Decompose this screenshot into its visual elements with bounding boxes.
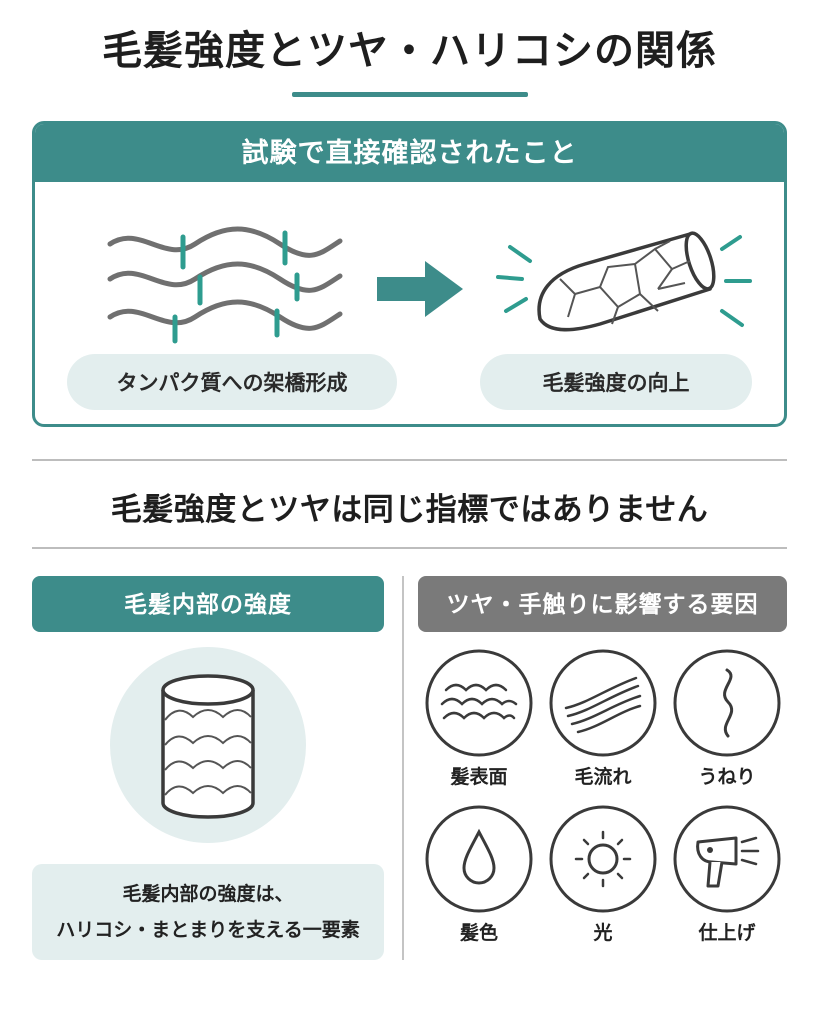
factor-label-color: 髪色 (459, 922, 498, 944)
section-vertical-divider (402, 576, 404, 960)
hair-dryer-icon (673, 805, 781, 913)
statement-top-divider (32, 459, 787, 461)
strong-hair-shaft-icon (496, 231, 752, 332)
factor-label-surface: 髪表面 (450, 766, 508, 788)
hair-flow-icon (549, 649, 657, 757)
strength-label-pill: 毛髪強度の向上 (480, 354, 752, 410)
factor-label-finish: 仕上げ (698, 922, 756, 944)
inner-strength-header: 毛髪内部の強度 (32, 576, 384, 632)
title-underline (292, 92, 528, 97)
inner-strength-caption: 毛髪内部の強度は、 ハリコシ・まとまりを支える一要素 (32, 864, 384, 960)
confirmed-panel-header: 試験で直接確認されたこと (35, 124, 784, 182)
caption-line-1: 毛髪内部の強度は、 (122, 883, 294, 905)
hair-surface-wave-icon (425, 649, 533, 757)
arrow-right-icon (377, 261, 463, 317)
crosslinked-fibers-icon (107, 226, 343, 344)
crosslink-label-pill: タンパク質への架橋形成 (67, 354, 397, 410)
statement-text: 毛髪強度とツヤは同じ指標ではありません (110, 492, 709, 528)
page-title: 毛髪強度とツヤ・ハリコシの関係 (102, 28, 717, 74)
inner-cylinder-icon (110, 647, 306, 843)
confirmed-panel: 試験で直接確認されたこと (32, 121, 787, 427)
factor-label-wave: うねり (698, 766, 756, 788)
factor-label-light: 光 (593, 922, 613, 944)
statement-bottom-divider (32, 547, 787, 549)
caption-line-2: ハリコシ・まとまりを支える一要素 (56, 919, 360, 941)
droplet-icon (425, 805, 533, 913)
sun-icon (549, 805, 657, 913)
wave-curl-icon (673, 649, 781, 757)
factors-header: ツヤ・手触りに影響する要因 (418, 576, 787, 632)
factor-label-flow: 毛流れ (574, 766, 632, 788)
